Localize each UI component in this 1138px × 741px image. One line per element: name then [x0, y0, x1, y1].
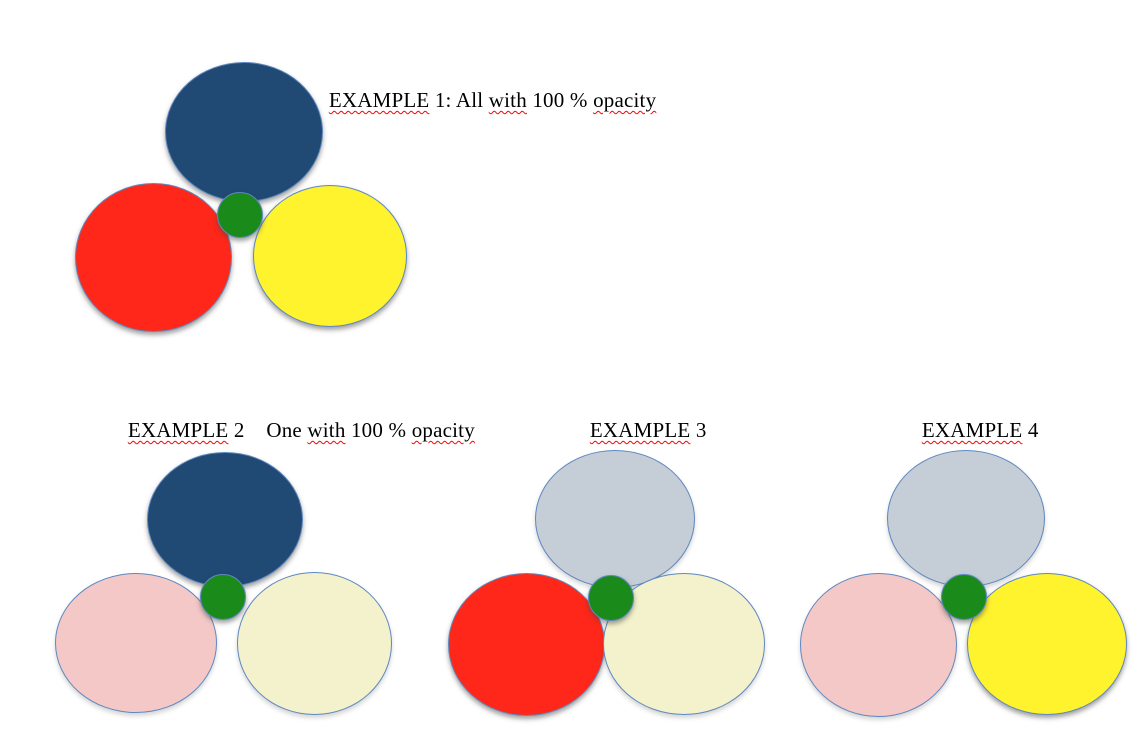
venn-top-blue-ellipse[interactable]: [535, 450, 695, 588]
venn-center-green-circle[interactable]: [588, 575, 634, 621]
venn-top-blue-ellipse[interactable]: [887, 450, 1045, 587]
title-segment: EXAMPLE: [127, 418, 229, 442]
venn-right-yellow-ellipse[interactable]: [237, 572, 392, 715]
example-4-title[interactable]: EXAMPLE 4: [900, 393, 1039, 468]
venn-left-red-ellipse[interactable]: [800, 573, 957, 717]
title-segment: with: [488, 88, 527, 112]
venn-top-blue-ellipse[interactable]: [165, 62, 323, 202]
title-segment: with: [307, 418, 346, 442]
example-1-title[interactable]: EXAMPLE 1: All with 100 % opacity: [307, 63, 656, 138]
venn-top-blue-ellipse[interactable]: [147, 452, 303, 587]
example-3-title[interactable]: EXAMPLE 3: [568, 393, 707, 468]
venn-left-red-ellipse[interactable]: [75, 183, 232, 332]
venn-center-green-circle[interactable]: [200, 574, 246, 620]
title-segment: EXAMPLE: [921, 418, 1023, 442]
example-2-title[interactable]: EXAMPLE 2 One with 100 % opacity: [106, 393, 475, 468]
title-segment: opacity: [593, 88, 657, 112]
venn-right-yellow-ellipse[interactable]: [253, 185, 407, 327]
venn-left-red-ellipse[interactable]: [55, 573, 217, 713]
venn-center-green-circle[interactable]: [217, 192, 263, 238]
venn-left-red-ellipse[interactable]: [448, 573, 605, 716]
title-segment: 100 %: [526, 88, 594, 112]
title-segment: EXAMPLE: [328, 88, 430, 112]
title-segment: 2 One: [228, 418, 308, 442]
title-segment: opacity: [411, 418, 475, 442]
title-segment: 100 %: [345, 418, 412, 442]
title-segment: EXAMPLE: [589, 418, 691, 442]
venn-center-green-circle[interactable]: [941, 574, 987, 620]
title-segment: 1: All: [429, 88, 489, 112]
venn-right-yellow-ellipse[interactable]: [967, 573, 1127, 715]
title-segment: 3: [690, 418, 707, 442]
title-segment: 4: [1022, 418, 1039, 442]
